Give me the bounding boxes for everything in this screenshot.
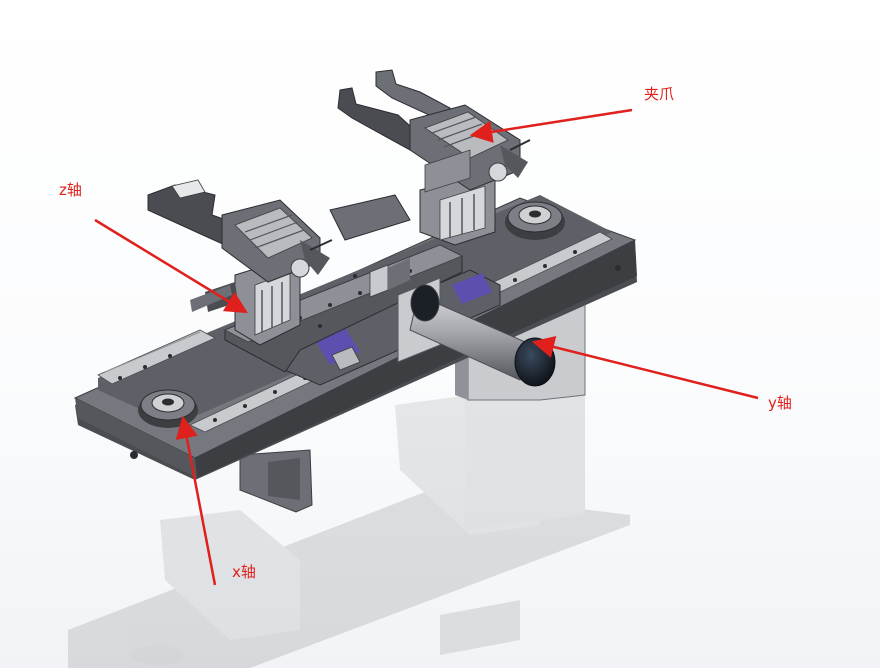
x-axis-pulley-rear	[505, 201, 565, 240]
floor-reflection	[68, 370, 630, 668]
gripper-label: 夹爪	[644, 85, 675, 103]
y-axis-label: y轴	[768, 394, 792, 412]
z-axis-rear-slide	[329, 171, 496, 246]
x-axis-carriage	[284, 269, 501, 386]
front-gripper	[147, 179, 333, 283]
z-axis-arrow	[94, 218, 248, 314]
x-axis-label: x轴	[232, 563, 256, 581]
y-axis-arrow	[531, 335, 759, 400]
annotation-arrows	[94, 108, 759, 586]
x-axis-pulley-front	[138, 389, 198, 428]
gripper-arrow	[469, 108, 633, 143]
x-axis-arrow	[175, 415, 217, 586]
z-axis-label: z轴	[59, 181, 82, 199]
y-axis-cylinder	[397, 277, 556, 387]
